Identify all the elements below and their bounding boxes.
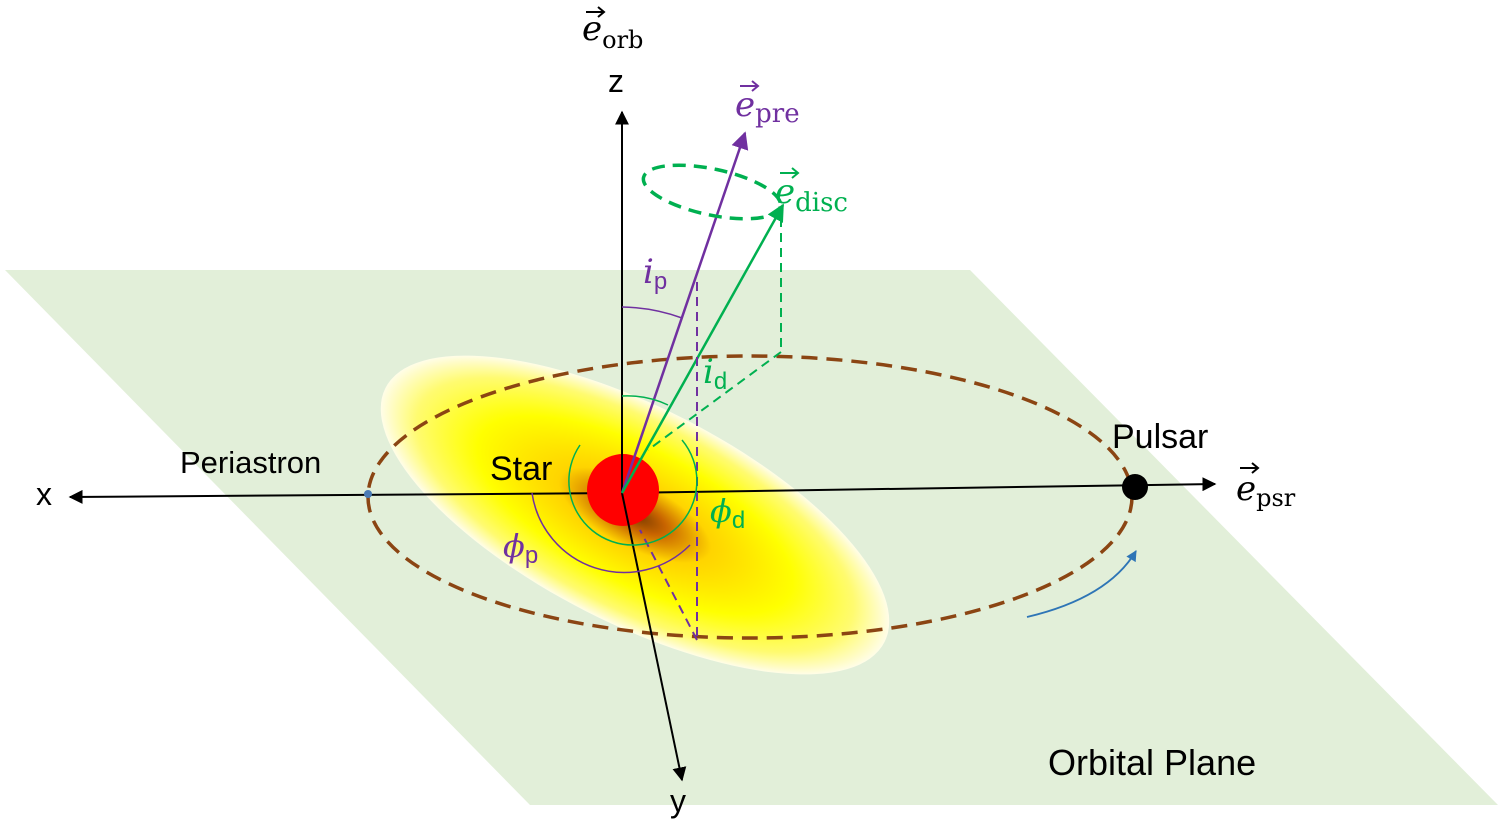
i-p-label: ip <box>643 252 667 295</box>
pre-plane-projection <box>639 529 698 641</box>
x-axis-label: x <box>36 476 52 512</box>
periastron-marker <box>364 490 372 498</box>
i-d-label: id <box>703 352 727 395</box>
e-pre-label: epre <box>735 85 800 129</box>
disc-precession-cone <box>641 163 783 221</box>
star-label: Star <box>490 450 552 488</box>
e-disc-vector <box>620 203 785 494</box>
orbital-plane-label: Orbital Plane <box>1048 742 1256 783</box>
phi-d-angle-arc <box>568 439 698 546</box>
z-axis-label: z <box>608 63 624 99</box>
phi-d-label: ϕd <box>710 492 745 534</box>
e-orb-vector-hat <box>586 6 606 18</box>
e-pre-vector <box>620 131 749 494</box>
pulsar <box>1122 474 1148 500</box>
e-psr-axis <box>621 477 1217 494</box>
disc-plane-projection <box>647 351 782 451</box>
periastron-label: Periastron <box>180 445 321 480</box>
orbit-direction-arrow <box>1026 550 1137 618</box>
i-d-angle-arc <box>621 395 669 406</box>
i-p-angle-arc <box>621 306 683 319</box>
pulsar-label: Pulsar <box>1112 418 1208 456</box>
phi-p-angle-arc <box>531 492 691 574</box>
y-axis <box>621 492 687 782</box>
e-psr-label: epsr <box>1236 469 1296 512</box>
e-disc-vector-hat <box>780 167 800 179</box>
y-axis-label: y <box>670 783 686 819</box>
e-disc-label: edisc <box>775 172 848 218</box>
x-axis <box>68 489 623 504</box>
e-orb-label: eorb <box>582 9 643 54</box>
phi-p-label: ϕp <box>503 527 538 569</box>
e-pre-vector-hat <box>740 80 760 92</box>
e-psr-vector-hat <box>1240 462 1260 474</box>
